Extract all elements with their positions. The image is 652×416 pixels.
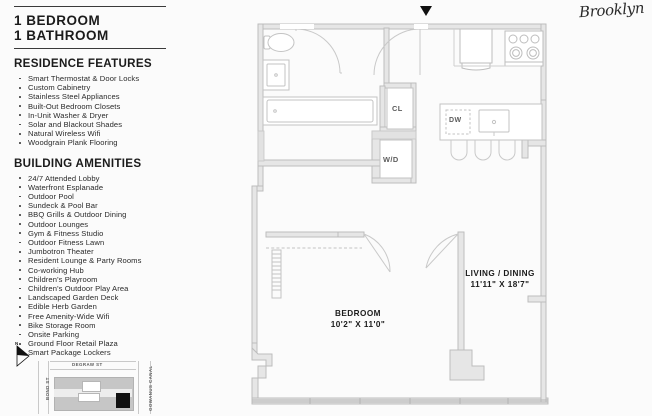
list-item: Co-working Hub (18, 266, 250, 275)
washer-dryer-box (379, 139, 413, 179)
list-item: Outdoor Fitness Lawn (18, 238, 250, 247)
north-arrow-icon: N (10, 341, 36, 374)
kitchen-island (439, 103, 543, 141)
apartment-walls (254, 24, 548, 404)
list-item: Outdoor Pool (18, 192, 250, 201)
building-amenities-list: 24/7 Attended Lobby Waterfront Esplanade… (18, 174, 250, 358)
list-item: 24/7 Attended Lobby (18, 174, 250, 183)
title-divider-bottom (14, 48, 166, 49)
room-dimensions: 10'2" X 11'0" (330, 320, 386, 329)
map-canvas: DEGRAW ST BOND ST GOWANUS CANAL (28, 356, 156, 414)
unit-bedrooms: 1 BEDROOM (14, 13, 101, 28)
list-item: Jumbotron Theater (18, 247, 250, 256)
list-item: Gym & Fitness Studio (18, 229, 250, 238)
list-item: Landscaped Garden Deck (18, 293, 250, 302)
list-item: Smart Thermostat & Door Locks (18, 74, 250, 83)
floorplan-drawing: Brooklyn (250, 0, 652, 416)
list-item: Custom Cabinetry (18, 83, 250, 92)
entry-threshold (414, 24, 428, 29)
list-item: Stainless Steel Appliances (18, 92, 250, 101)
refrigerator-fixture (459, 28, 493, 71)
list-item: Children's Playroom (18, 275, 250, 284)
building-amenities-heading: BUILDING AMENITIES (14, 156, 142, 170)
list-item: Resident Lounge & Party Rooms (18, 256, 250, 265)
street-label-gowanus-canal: GOWANUS CANAL (148, 365, 153, 411)
room-dimensions: 11'11" X 18'7" (470, 280, 530, 289)
wall-mass-hall (257, 130, 417, 162)
list-item: Built-Out Bedroom Closets (18, 102, 250, 111)
residence-features-heading: RESIDENCE FEATURES (14, 57, 152, 70)
entry-marker-icon (420, 6, 432, 16)
list-item: Onsite Parking (18, 330, 250, 339)
location-map: N DEGRAW ST BOND ST GOWANUS CANAL (0, 340, 180, 416)
street-line-bond-left (38, 361, 39, 414)
bathroom-door-opening (280, 24, 314, 29)
wall-shell (251, 23, 549, 405)
street-line-degraw-top (50, 361, 136, 362)
wall-notch-right (521, 139, 547, 303)
list-item: Woodgrain Plank Flooring (18, 138, 250, 147)
unit-title: 1 BEDROOM 1 BATHROOM (14, 13, 250, 43)
list-item: Solar and Blackout Shades (18, 120, 250, 129)
list-item: Edible Herb Garden (18, 302, 250, 311)
toilet-fixture (263, 33, 295, 52)
list-item: Free Amenity-Wide Wifi (18, 312, 250, 321)
street-label-bond: BOND ST (45, 377, 50, 400)
room-label-living-dining: LIVING / DINING 11'11" X 18'7" (425, 268, 575, 290)
bathtub-fixture (262, 96, 378, 126)
map-building-a (82, 381, 101, 392)
list-item: Sundeck & Pool Bar (18, 201, 250, 210)
bathroom-vanity (262, 59, 290, 91)
entry-door (373, 28, 421, 76)
floorplan-svg (251, 6, 549, 405)
range-fixture (504, 30, 544, 67)
info-panel: 1 BEDROOM 1 BATHROOM RESIDENCE FEATURES … (0, 0, 250, 416)
list-item: BBQ Grills & Outdoor Dining (18, 210, 250, 219)
room-name: LIVING / DINING (465, 269, 535, 278)
closet-box (386, 87, 414, 130)
list-item: Waterfront Esplanade (18, 183, 250, 192)
residence-features-list: Smart Thermostat & Door Locks Custom Cab… (18, 74, 250, 148)
list-item: Ground Floor Retail Plaza (18, 339, 250, 348)
room-label-bedroom: BEDROOM 10'2" X 11'0" (288, 308, 428, 330)
list-item: Bike Storage Room (18, 321, 250, 330)
bar-stools (450, 140, 516, 161)
list-item: Natural Wireless Wifi (18, 129, 250, 138)
list-item: Children's Outdoor Play Area (18, 284, 250, 293)
map-building-highlight (116, 393, 130, 408)
room-name: BEDROOM (335, 309, 381, 318)
title-divider-top (14, 6, 166, 7)
dishwasher-label: DW (449, 117, 462, 124)
unit-bathrooms: 1 BATHROOM (14, 27, 109, 43)
north-label: N (15, 341, 19, 346)
list-item: In-Unit Washer & Dryer (18, 111, 250, 120)
street-line-canal-left (138, 361, 139, 414)
kitchen-counter-upper (453, 29, 541, 67)
washer-dryer-label: W/D (383, 155, 399, 164)
window-wall-bottom (252, 398, 548, 404)
street-label-degraw: DEGRAW ST (72, 362, 103, 367)
bedroom-doors (363, 233, 459, 273)
bedroom-closet (266, 247, 362, 299)
list-item: Outdoor Lounges (18, 220, 250, 229)
street-line-degraw-bottom (50, 369, 136, 370)
street-line-bond-right (48, 361, 49, 414)
street-line-canal-right (150, 361, 151, 414)
map-building-b (78, 393, 100, 402)
closet-label: CL (392, 104, 403, 113)
bathroom-door (295, 28, 342, 74)
